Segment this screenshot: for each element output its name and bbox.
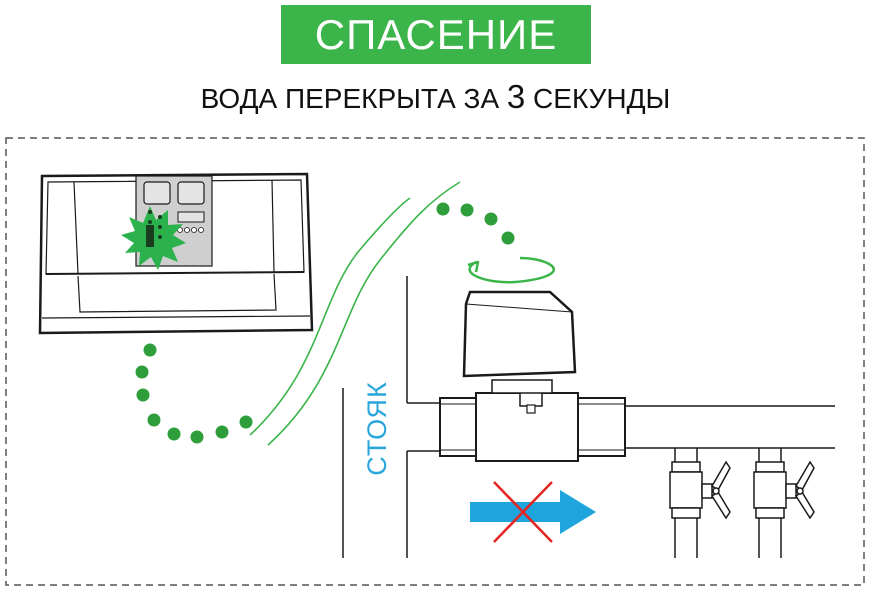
title-badge: СПАСЕНИЕ [281,5,591,64]
butterfly-tap-icon [669,460,731,520]
subtitle-number: 3 [506,78,526,115]
subtitle: ВОДА ПЕРЕКРЫТА ЗА 3 СЕКУНДЫ [0,78,871,116]
riser-label-text: СТОЯК [361,380,392,476]
alarm-burst-icon [121,206,186,270]
dashed-frame [5,137,865,586]
signal-dots-upper [436,202,515,245]
butterfly-tap-icon [753,460,815,520]
riser-label: СТОЯК [354,378,400,478]
ball-valve-actuator-icon [439,290,626,462]
riser-pipe [342,276,408,558]
rotation-arrow-icon [467,256,555,284]
signal-dots-lower [135,343,253,444]
subtitle-prefix: ВОДА ПЕРЕКРЫТА ЗА [200,83,507,114]
blocked-cross-icon [493,481,553,543]
title: СПАСЕНИЕ [314,10,558,58]
signal-wave-inner [249,197,411,436]
subtitle-suffix: СЕКУНДЫ [525,83,671,114]
flow-arrow-icon [470,490,596,534]
signal-wave-outer [267,181,461,446]
horizontal-pipe [407,402,835,452]
controller-unit-icon [38,172,314,335]
